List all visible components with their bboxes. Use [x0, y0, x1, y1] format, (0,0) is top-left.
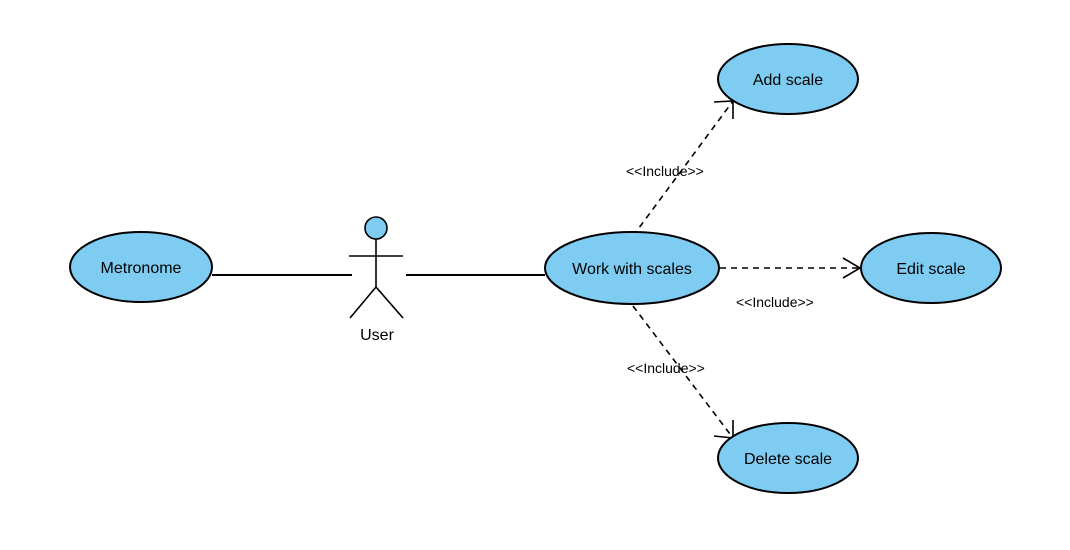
- use-case-edit-scale[interactable]: Edit scale: [860, 232, 1002, 304]
- use-case-add-scale-label: Add scale: [753, 72, 823, 89]
- use-case-work-with-scales[interactable]: Work with scales: [544, 231, 720, 305]
- actor-user-label: User: [360, 327, 394, 344]
- use-case-edit-scale-label: Edit scale: [896, 261, 965, 278]
- use-case-metronome-label: Metronome: [101, 260, 182, 277]
- actor-user[interactable]: User: [349, 216, 404, 344]
- include-label-edit: <<Include>>: [736, 294, 814, 310]
- actor-right-leg: [375, 286, 404, 319]
- use-case-delete-scale-label: Delete scale: [744, 451, 832, 468]
- use-case-add-scale[interactable]: Add scale: [717, 43, 859, 115]
- actor-head: [364, 216, 388, 240]
- include-label-add: <<Include>>: [626, 163, 704, 179]
- use-case-metronome[interactable]: Metronome: [69, 231, 213, 303]
- include-label-delete: <<Include>>: [627, 360, 705, 376]
- use-case-work-with-scales-label: Work with scales: [572, 261, 692, 278]
- use-case-delete-scale[interactable]: Delete scale: [717, 422, 859, 494]
- actor-left-leg: [349, 286, 377, 319]
- include-edit-scale-arrow: [720, 257, 862, 279]
